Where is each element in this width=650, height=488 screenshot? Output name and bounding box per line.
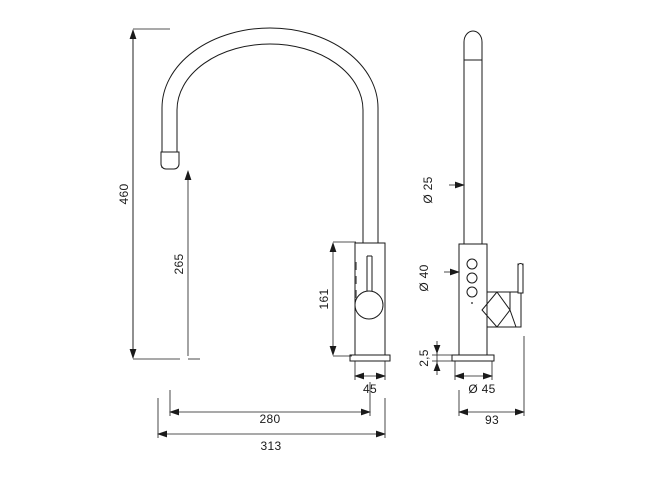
handle-bracket [481,291,499,328]
spout-inner-profile [176,43,364,243]
dim93-label: 93 [485,413,499,427]
side-base-plate [451,354,495,362]
label-body-diameter: Ø 40 [417,264,460,292]
dim25-arrow-bottom [433,362,441,371]
label-spout-diameter: Ø 25 [421,176,465,204]
handle-block [495,291,522,328]
dim25-label: 2,5 [417,349,431,367]
indicator-dot [471,302,473,304]
dim93-arrow-left [458,408,468,416]
spray-head [160,151,180,170]
dim-161-arrow-top [329,242,337,252]
dim-161-label: 161 [317,289,331,310]
dimension-side-depth: 93 [458,336,525,427]
handle-block-fold [509,309,517,328]
spout-outer-profile [161,27,379,243]
dimension-overall-height: 460 [117,28,180,360]
dimension-spout-tip-height: 265 [172,170,200,360]
dim93-arrow-right [515,408,525,416]
dia45-arrow-right [483,372,493,380]
base-plate-front [349,354,391,362]
side-elevation-view [451,30,524,362]
dia45-label: Ø 45 [468,382,495,396]
dimension-base-thickness: 2,5 [417,341,455,375]
dim-460-label: 460 [117,184,131,205]
front-elevation-view [160,27,391,362]
dim-313-arrow-right [376,430,386,438]
dia40-label: Ø 40 [417,264,431,291]
dim-460-arrow-top [129,29,137,39]
dia25-arrow [455,181,465,189]
dim-313-label: 313 [261,439,282,453]
dim-280-label: 280 [260,412,281,426]
indicator-button-3 [466,286,478,298]
dim-265-label: 265 [172,254,186,275]
dia25-label: Ø 25 [421,176,435,203]
indicator-button-1 [466,258,478,270]
dim-161-arrow-bottom [329,346,337,356]
dim-45-arrow-left [354,372,364,380]
dia40-arrow [450,268,460,276]
dimension-base-diameter: Ø 45 [454,361,495,396]
dim-280-arrow-left [169,408,179,416]
lever-rod-cap [517,263,524,267]
dim-45-arrow-right [376,372,386,380]
dim-313-arrow-left [157,430,167,438]
dimension-body-height: 161 [317,241,356,357]
dimension-overall-reach: 313 [157,398,386,453]
dia45-arrow-left [454,372,464,380]
dim-265-arrow-top [184,170,192,180]
dimension-spout-reach: 280 [169,382,371,426]
lever-rod [517,263,524,294]
dim25-arrow-top [433,345,441,354]
indicator-button-2 [466,272,478,284]
handle-pivot-circle [354,290,384,320]
side-spout-tube [463,30,483,245]
dim-280-arrow-right [361,408,371,416]
dim-460-arrow-bottom [129,349,137,359]
